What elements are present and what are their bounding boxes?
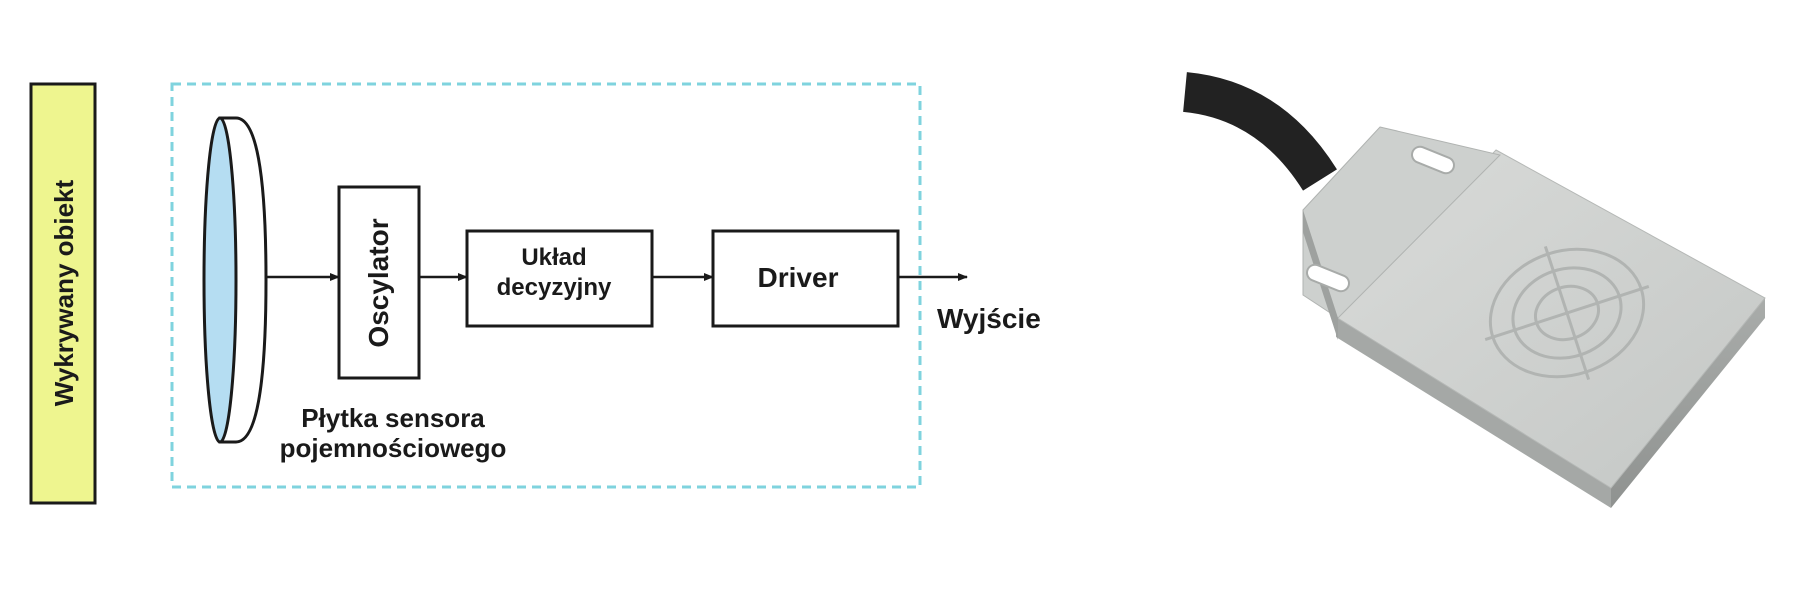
decision-label-line1: Układ xyxy=(521,244,586,271)
output-label: Wyjście xyxy=(937,303,1041,334)
sensor-plate-label-line1: Płytka sensora xyxy=(301,403,485,433)
driver-box xyxy=(711,229,900,328)
driver-block: Driver xyxy=(711,229,900,328)
sensor-plate-face xyxy=(202,116,238,444)
driver-label: Driver xyxy=(758,262,839,293)
decision-box xyxy=(465,229,654,328)
sensor-plate-label-line2: pojemnościowego xyxy=(280,433,507,463)
target-symbol-icon xyxy=(1484,245,1650,381)
decision-label-line2: decyzyjny xyxy=(497,274,612,301)
decision-block: Układ decyzyjny xyxy=(465,229,654,328)
oscillator-label: Oscylator xyxy=(363,218,394,347)
mounting-hole-icon xyxy=(1306,263,1350,293)
sensor-mounting-ledge xyxy=(1302,126,1501,319)
mounting-hole-icon xyxy=(1411,145,1455,175)
detected-object-bar xyxy=(29,82,97,505)
sensor-cable xyxy=(1182,72,1337,191)
capacitive-sensor-photo-icon xyxy=(1182,72,1766,508)
detected-object: Wykrywany obiekt xyxy=(29,82,97,505)
sensor-front-face xyxy=(1336,317,1611,508)
sensor-plate: Płytka sensora pojemnościowego xyxy=(202,116,507,463)
oscillator-block: Oscylator xyxy=(337,185,421,380)
sensor-boundary xyxy=(170,82,922,489)
oscillator-box xyxy=(337,185,421,380)
detected-object-label: Wykrywany obiekt xyxy=(49,179,79,406)
sensor-side-face xyxy=(1611,298,1765,508)
